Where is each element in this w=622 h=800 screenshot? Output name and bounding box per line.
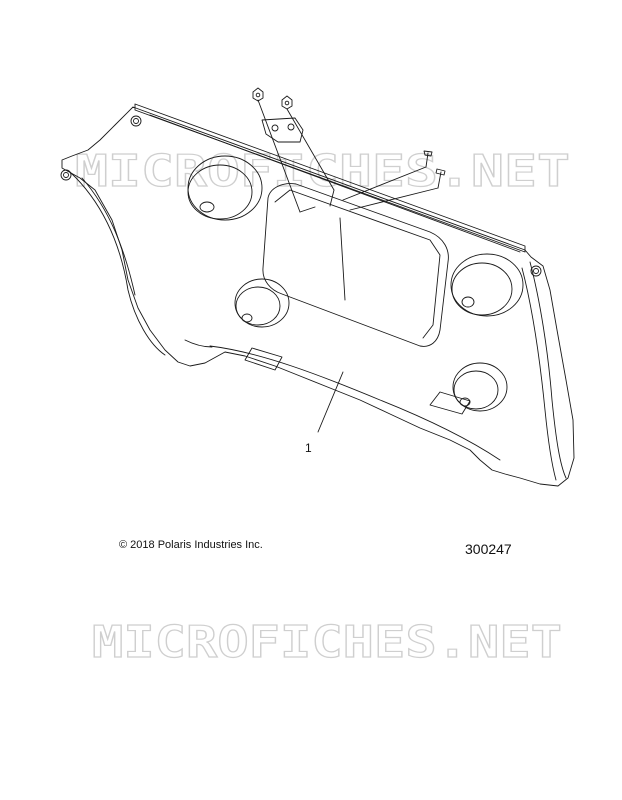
grommet-top-left <box>130 115 142 127</box>
center-recess <box>262 183 449 347</box>
bracket <box>261 117 304 143</box>
rear-panel-outline <box>61 106 575 487</box>
mount-tab-left <box>244 347 283 371</box>
speaker-upper-right <box>450 253 524 317</box>
fastener-nut-1 <box>252 87 264 102</box>
speaker-upper-left <box>187 155 263 221</box>
speaker-lower-right <box>452 362 508 412</box>
figure-number: 300247 <box>465 541 512 557</box>
fastener-nut-2 <box>281 95 293 110</box>
callout-part-1: 1 <box>305 441 312 455</box>
fastener-screw-1 <box>423 150 433 168</box>
grommet-left <box>60 169 72 181</box>
watermark-top: MICROFICHES.NET <box>75 146 570 197</box>
mount-tab-right <box>429 391 471 415</box>
fastener-screw-2 <box>435 168 446 189</box>
speaker-lower-left <box>234 278 290 328</box>
copyright-notice: © 2018 Polaris Industries Inc. <box>119 539 263 551</box>
watermark-bottom: MICROFICHES.NET <box>92 617 562 668</box>
grommet-right <box>530 265 542 277</box>
leader-line-1 <box>317 371 344 433</box>
